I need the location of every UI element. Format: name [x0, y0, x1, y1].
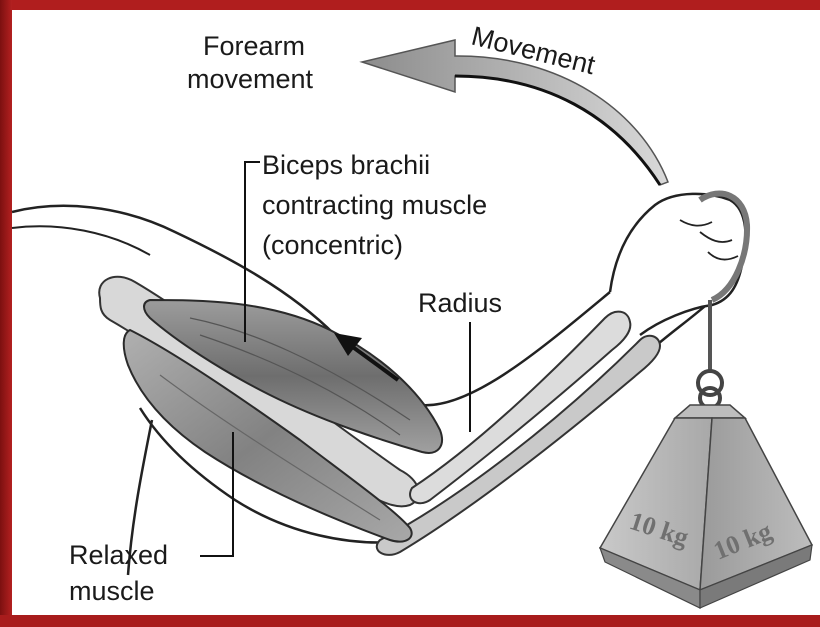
label-biceps-line3: (concentric)	[262, 230, 403, 260]
label-forearm-movement-line1: Forearm	[203, 31, 305, 61]
label-relaxed-line1: Relaxed	[69, 540, 168, 570]
label-biceps-line2: contracting muscle	[262, 190, 487, 220]
label-forearm-movement-line2: movement	[187, 64, 314, 94]
label-radius: Radius	[418, 288, 502, 318]
label-biceps-line1: Biceps brachii	[262, 150, 430, 180]
label-relaxed-line2: muscle	[69, 576, 155, 606]
